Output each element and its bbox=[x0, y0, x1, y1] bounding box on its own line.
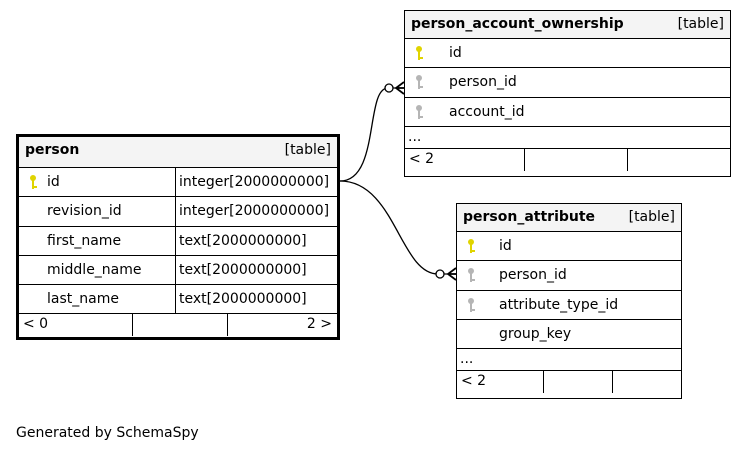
foreign-key-icon bbox=[413, 74, 425, 90]
column-name: account_id bbox=[449, 103, 525, 120]
table-row[interactable]: middle_name text[2000000000] bbox=[19, 255, 337, 286]
table-footer: < 2 bbox=[457, 371, 681, 394]
table-row[interactable]: id bbox=[405, 39, 730, 69]
table-row[interactable]: last_name text[2000000000] bbox=[19, 285, 337, 315]
relationship-edge-person-attribute bbox=[339, 180, 456, 275]
primary-key-icon bbox=[27, 174, 39, 190]
zero-marker bbox=[384, 83, 394, 93]
table-person-attribute[interactable]: person_attribute [table] id person_id at… bbox=[456, 203, 682, 399]
table-row[interactable]: first_name text[2000000000] bbox=[19, 226, 337, 256]
column-name: person_id bbox=[449, 74, 517, 91]
table-row[interactable]: group_key bbox=[457, 320, 681, 350]
table-kind: [table] bbox=[677, 16, 724, 32]
column-type: text[2000000000] bbox=[175, 255, 337, 285]
foreign-key-icon bbox=[465, 267, 477, 283]
primary-key-icon bbox=[413, 45, 425, 61]
table-name: person bbox=[25, 142, 80, 158]
table-row[interactable]: id integer[2000000000] bbox=[19, 168, 337, 198]
column-name: attribute_type_id bbox=[499, 296, 619, 313]
column-name: person_id bbox=[499, 267, 567, 284]
column-name: last_name bbox=[47, 291, 119, 308]
footer-divider bbox=[132, 314, 133, 337]
table-header: person [table] bbox=[19, 137, 337, 168]
table-person[interactable]: person [table] id integer[2000000000] re… bbox=[16, 134, 340, 340]
table-row[interactable]: attribute_type_id bbox=[457, 291, 681, 320]
more-columns-indicator: ... bbox=[457, 349, 681, 372]
table-kind: [table] bbox=[284, 142, 331, 158]
table-footer: < 2 bbox=[405, 148, 730, 171]
footer-divider bbox=[227, 314, 228, 337]
foreign-key-icon bbox=[465, 297, 477, 313]
table-footer: < 0 2 > bbox=[19, 314, 337, 337]
column-name: group_key bbox=[499, 325, 572, 342]
crowfoot-many-marker bbox=[394, 81, 405, 95]
column-name: id bbox=[47, 174, 60, 190]
table-row[interactable]: person_id bbox=[457, 261, 681, 291]
column-name: middle_name bbox=[47, 261, 142, 278]
table-person-account-ownership[interactable]: person_account_ownership [table] id pers… bbox=[404, 10, 731, 177]
column-type: integer[2000000000] bbox=[175, 168, 337, 197]
crowfoot-many-marker bbox=[446, 267, 457, 281]
children-count: 2 > bbox=[306, 316, 332, 333]
table-name: person_account_ownership bbox=[411, 16, 624, 32]
column-type: text[2000000000] bbox=[175, 285, 337, 314]
column-name: revision_id bbox=[47, 203, 122, 220]
column-name: id bbox=[449, 45, 462, 61]
table-header: person_account_ownership [table] bbox=[405, 11, 730, 39]
foreign-key-icon bbox=[413, 104, 425, 120]
footer-divider bbox=[524, 148, 525, 171]
table-row[interactable]: revision_id integer[2000000000] bbox=[19, 197, 337, 227]
column-name: id bbox=[499, 238, 512, 254]
table-name: person_attribute bbox=[463, 209, 596, 225]
primary-key-icon bbox=[465, 238, 477, 254]
column-type: text[2000000000] bbox=[175, 226, 337, 255]
column-type: integer[2000000000] bbox=[175, 197, 337, 226]
parents-count: < 2 bbox=[461, 373, 487, 390]
table-header: person_attribute [table] bbox=[457, 204, 681, 232]
relationship-edge-person-account-ownership bbox=[339, 87, 404, 182]
table-row[interactable]: person_id bbox=[405, 68, 730, 98]
more-columns-indicator: ... bbox=[405, 127, 730, 149]
footer-divider bbox=[612, 371, 613, 394]
footer-divider bbox=[543, 371, 544, 394]
table-kind: [table] bbox=[628, 209, 675, 225]
parents-count: < 2 bbox=[409, 150, 435, 167]
footer-divider bbox=[627, 148, 628, 171]
column-name: first_name bbox=[47, 232, 122, 249]
zero-marker bbox=[435, 269, 445, 279]
generated-by-caption: Generated by SchemaSpy bbox=[16, 425, 199, 441]
parents-count: < 0 bbox=[23, 316, 49, 333]
table-row[interactable]: id bbox=[457, 232, 681, 262]
table-row[interactable]: account_id bbox=[405, 98, 730, 127]
